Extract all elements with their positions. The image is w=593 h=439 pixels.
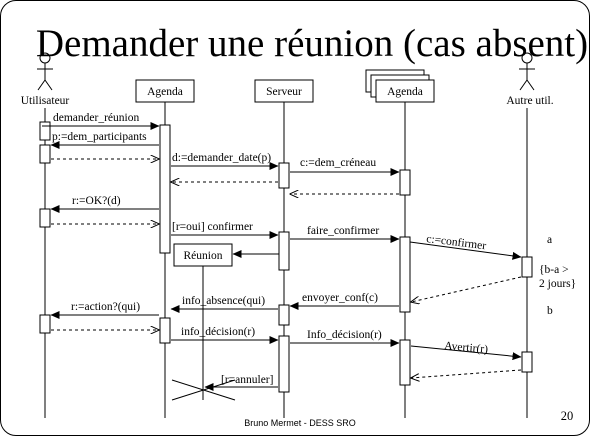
slide-title: Demander une réunion (cas absent) xyxy=(36,22,588,65)
label-confirmer: [r=oui] confirmer xyxy=(172,221,253,233)
destroy-reunion-icon xyxy=(171,379,236,401)
label-ok-d: r:=OK?(d) xyxy=(72,195,121,207)
actor-autre-util-icon xyxy=(519,52,535,91)
msg-c-confirmer xyxy=(409,241,522,260)
label-info-absence: info_absence(qui) xyxy=(182,295,265,307)
label-faire-confirmer: faire_confirmer xyxy=(307,225,379,237)
timing-constraint-line2: 2 jours} xyxy=(539,278,576,290)
messages xyxy=(42,122,522,391)
label-demander-date: d:=demander_date(p) xyxy=(172,152,271,164)
label-action-qui: r:=action?(qui) xyxy=(71,301,140,313)
object-reunion-box xyxy=(173,243,233,267)
label-c-confirmer: c:=confirmer xyxy=(426,233,487,252)
label-annuler: [r=annuler] xyxy=(221,374,273,386)
object-agenda-label: Agenda xyxy=(147,86,183,98)
label-info-decision-2: Info_décision(r) xyxy=(307,329,382,341)
annotation-a: a xyxy=(547,234,552,246)
annotation-b: b xyxy=(547,305,553,317)
msg-return-confirmer xyxy=(411,276,522,302)
object-reunion-label: Réunion xyxy=(184,250,223,262)
label-envoyer-conf: envoyer_conf(c) xyxy=(302,292,378,304)
activation-bars xyxy=(39,121,533,393)
label-demander-reunion: demander_réunion xyxy=(53,112,139,124)
object-agenda-multi-label: Agenda xyxy=(387,86,423,98)
msg-avertir xyxy=(410,345,522,361)
msg-return-avertir xyxy=(411,369,522,378)
object-serveur-label: Serveur xyxy=(266,86,302,98)
label-dem-creneau: c:=dem_créneau xyxy=(300,157,376,169)
slide-page-number: 20 xyxy=(561,409,574,423)
label-info-decision: info_décision(r) xyxy=(181,326,255,338)
actor-utilisateur-icon xyxy=(37,52,53,91)
label-dem-participants: p:=dem_participants xyxy=(52,131,147,143)
slide-footer: Bruno Mermet - DESS SRO xyxy=(244,418,356,428)
timing-constraint-line1: {b-a > xyxy=(539,264,569,276)
actor-utilisateur-label: Utilisateur xyxy=(21,95,70,107)
actor-autre-util-label: Autre util. xyxy=(506,95,553,107)
label-avertir: Avertir(r) xyxy=(444,340,489,356)
object-agenda-multi-box xyxy=(365,69,435,103)
